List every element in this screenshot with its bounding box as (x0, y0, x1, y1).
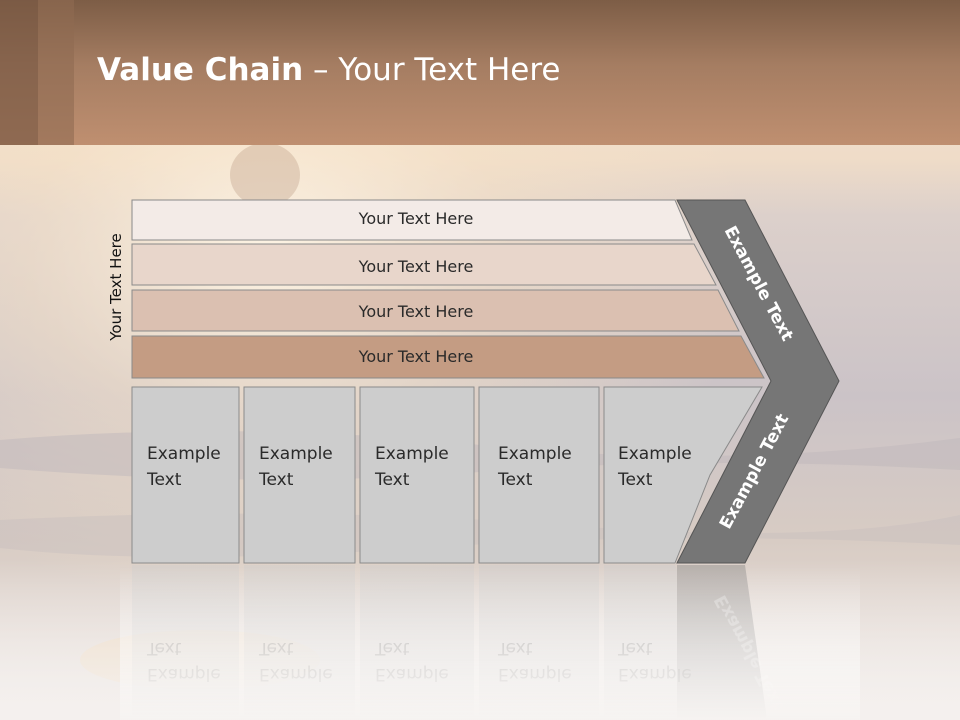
column-box-5 (603, 386, 763, 564)
column-1-line2: Text (146, 470, 182, 490)
title-accent-strip (38, 0, 74, 145)
title-bold: Value Chain (97, 52, 304, 88)
column-box-1 (131, 386, 240, 564)
row-label-2: Your Text Here (358, 257, 474, 276)
slide-title: Value Chain – Your Text Here (97, 52, 560, 88)
title-accent-strip (0, 0, 38, 145)
column-4-line2: Text (497, 470, 533, 490)
column-1-line1: Example (147, 444, 221, 464)
column-5-line2: Text (617, 470, 653, 490)
reflection-fade (120, 565, 860, 720)
row-bands (131, 199, 765, 379)
column-3-line1: Example (375, 444, 449, 464)
column-box-2 (243, 386, 356, 564)
title-bar (0, 0, 960, 145)
row-band-1 (131, 199, 693, 241)
column-5-line1: Example (618, 444, 692, 464)
row-label-3: Your Text Here (358, 302, 474, 321)
column-box-3 (359, 386, 475, 564)
row-band-4 (131, 335, 765, 379)
title-rest: – Your Text Here (303, 52, 561, 88)
column-labels: Example Text Example Text Example Text E… (146, 444, 692, 490)
vertical-label: Your Text Here (107, 233, 125, 341)
row-band-2 (131, 243, 717, 286)
column-boxes (131, 386, 763, 564)
row-band-3 (131, 289, 740, 332)
column-2-line2: Text (258, 470, 294, 490)
row-label-1: Your Text Here (358, 209, 474, 228)
column-box-4 (478, 386, 600, 564)
column-4-line1: Example (498, 444, 572, 464)
row-label-4: Your Text Here (358, 347, 474, 366)
chevron-arrow (676, 199, 840, 564)
column-2-line1: Example (259, 444, 333, 464)
column-3-line2: Text (374, 470, 410, 490)
